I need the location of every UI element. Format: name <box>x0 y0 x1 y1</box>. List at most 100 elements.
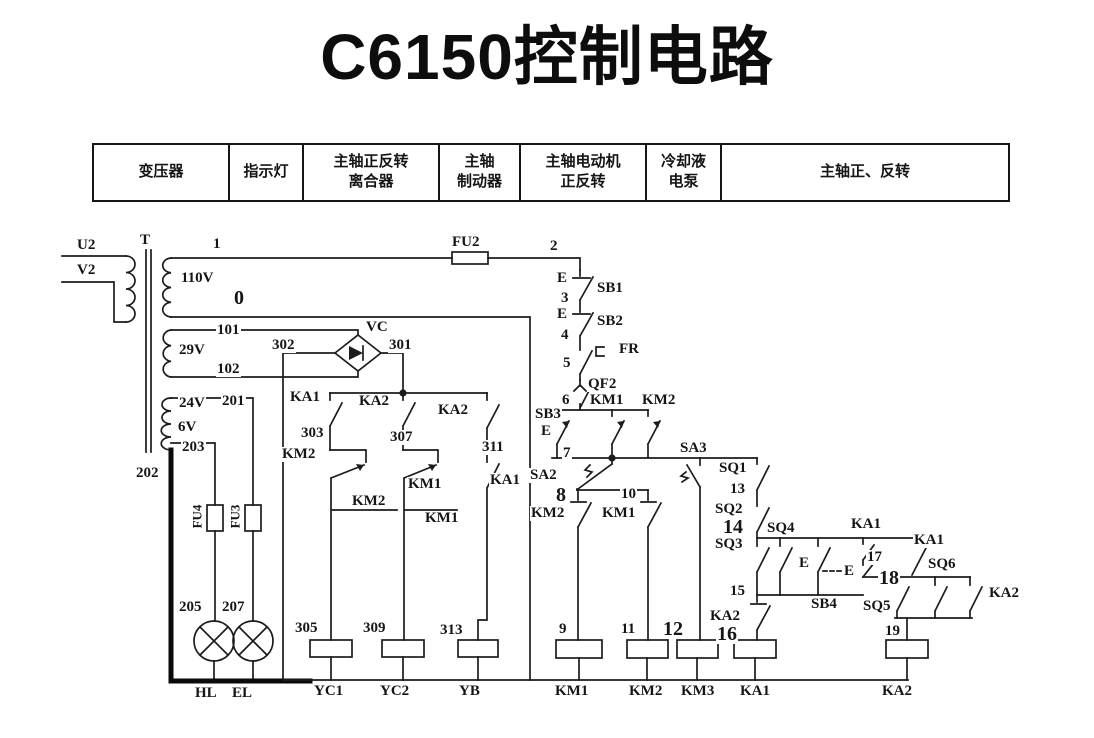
header-cell-indicator-lamp: 指示灯 <box>230 145 304 200</box>
label-ka2-contact3: KA2 <box>437 402 469 418</box>
header-cell-spindle-fwd-rev: 主轴正、反转 <box>819 163 910 180</box>
header-cell-motor-fwd-rev: 主轴电动机 正反转 <box>521 145 647 200</box>
label-sq6: SQ6 <box>927 556 957 572</box>
label-v2: V2 <box>76 262 97 278</box>
section-header-table: 变压器 指示灯 主轴正反转 离合器 主轴 制动器 主轴电动机 正反转 冷却液 电… <box>92 143 1010 202</box>
coil-km2-icon <box>626 639 669 659</box>
label-ka1-coil: KA1 <box>739 683 771 699</box>
label-wire-19: 19 <box>884 623 901 639</box>
header-cell-clutch: 主轴正反转 离合器 <box>304 145 440 200</box>
pushbutton-actuator-sb4b: E <box>843 563 856 579</box>
transformer-icon <box>61 249 172 453</box>
label-fr: FR <box>618 341 640 357</box>
label-km2-holding: KM2 <box>642 392 676 408</box>
clutch-branches <box>328 392 501 641</box>
label-wire-6: 6 <box>561 392 571 408</box>
label-km1-cross: KM1 <box>424 510 460 526</box>
label-km1-interlock-b: KM1 <box>601 505 637 521</box>
label-wire-305: 305 <box>294 620 319 636</box>
label-29v: 29V <box>178 342 206 358</box>
label-km2-coil: KM2 <box>628 683 664 699</box>
label-km1-interlock: KM1 <box>407 476 443 492</box>
label-wire-302: 302 <box>271 337 296 353</box>
label-yb: YB <box>458 683 481 699</box>
label-wire-3: 3 <box>560 290 570 306</box>
label-110v: 110V <box>180 270 215 286</box>
label-wire-1: 1 <box>212 236 222 252</box>
page-title: C6150控制电路 <box>320 21 774 93</box>
label-ka2-nc: KA2 <box>709 608 741 624</box>
sa2-branch <box>570 457 663 641</box>
header-cell-transformer: 变压器 <box>94 145 230 200</box>
coil-yc2-icon <box>381 639 425 658</box>
label-wire-14: 14 <box>722 516 744 538</box>
label-wire-11: 11 <box>620 621 637 637</box>
label-sb2: SB2 <box>596 313 624 329</box>
label-wire-205: 205 <box>178 599 203 615</box>
fuse-fu3-icon <box>244 504 262 532</box>
label-fu4: FU4 <box>189 504 205 529</box>
label-wire-16: 16 <box>716 623 738 645</box>
label-wire-7: 7 <box>562 445 572 461</box>
label-km1-coil: KM1 <box>554 683 590 699</box>
label-sb3: SB3 <box>534 406 562 422</box>
label-u2: U2 <box>76 237 97 253</box>
label-km2-interlock: KM2 <box>281 446 317 462</box>
label-fu2: FU2 <box>451 234 481 250</box>
label-sa3: SA3 <box>680 440 707 456</box>
label-wire-201: 201 <box>221 393 246 409</box>
holding-contacts <box>555 409 662 459</box>
label-km3-coil: KM3 <box>680 683 716 699</box>
coil-ka1-icon <box>733 639 777 659</box>
fuse-fu2-icon <box>451 251 489 265</box>
label-wire-5: 5 <box>562 355 572 371</box>
label-ka2-hold: KA2 <box>988 585 1020 601</box>
coil-yb-icon <box>457 639 499 658</box>
pushbutton-actuator-sb1: E <box>556 270 569 286</box>
label-sq1: SQ1 <box>718 460 748 476</box>
label-ka1-contact3: KA1 <box>489 472 521 488</box>
label-wire-15: 15 <box>729 583 746 599</box>
label-wire-311: 311 <box>481 439 505 455</box>
start-stop-chain <box>572 269 605 411</box>
rectifier-vc-icon <box>170 329 407 681</box>
label-sb4: SB4 <box>810 596 838 612</box>
label-wire-207: 207 <box>221 599 246 615</box>
coil-ka2-icon <box>885 639 929 659</box>
label-vc: VC <box>365 319 389 335</box>
sa3-branch <box>679 457 702 641</box>
label-km2-interlock-a: KM2 <box>530 505 566 521</box>
label-wire-313: 313 <box>439 622 464 638</box>
fuse-fu4-icon <box>206 504 224 532</box>
label-yc2: YC2 <box>379 683 411 699</box>
coil-row <box>282 639 929 681</box>
label-ka1-hold2: KA1 <box>913 532 945 548</box>
label-wire-102: 102 <box>216 361 241 377</box>
header-cell-brake: 主轴 制动器 <box>440 145 521 200</box>
pushbutton-actuator-sb4a: E <box>798 555 811 571</box>
label-t: T <box>139 232 152 248</box>
label-wire-9: 9 <box>558 621 568 637</box>
thick-return-wire <box>168 447 313 684</box>
label-sq2: SQ2 <box>714 501 744 517</box>
label-el: EL <box>232 685 253 701</box>
label-hl: HL <box>195 685 217 701</box>
label-qf2: QF2 <box>587 376 618 392</box>
label-ka2-contact2: KA2 <box>358 393 390 409</box>
label-wire-301: 301 <box>388 337 413 353</box>
label-wire-2: 2 <box>549 238 559 254</box>
label-sb1: SB1 <box>596 280 624 296</box>
label-wire-10: 10 <box>620 486 637 502</box>
label-wire-307: 307 <box>389 429 414 445</box>
label-wire-303: 303 <box>300 425 325 441</box>
pushbutton-actuator-sb2: E <box>556 306 569 322</box>
label-wire-13: 13 <box>729 481 746 497</box>
label-wire-203: 203 <box>181 439 206 455</box>
label-sq3: SQ3 <box>714 536 744 552</box>
label-wire-101: 101 <box>216 322 241 338</box>
label-km1-holding: KM1 <box>590 392 624 408</box>
coil-km1-icon <box>555 639 603 659</box>
coil-yc1-icon <box>309 639 353 658</box>
